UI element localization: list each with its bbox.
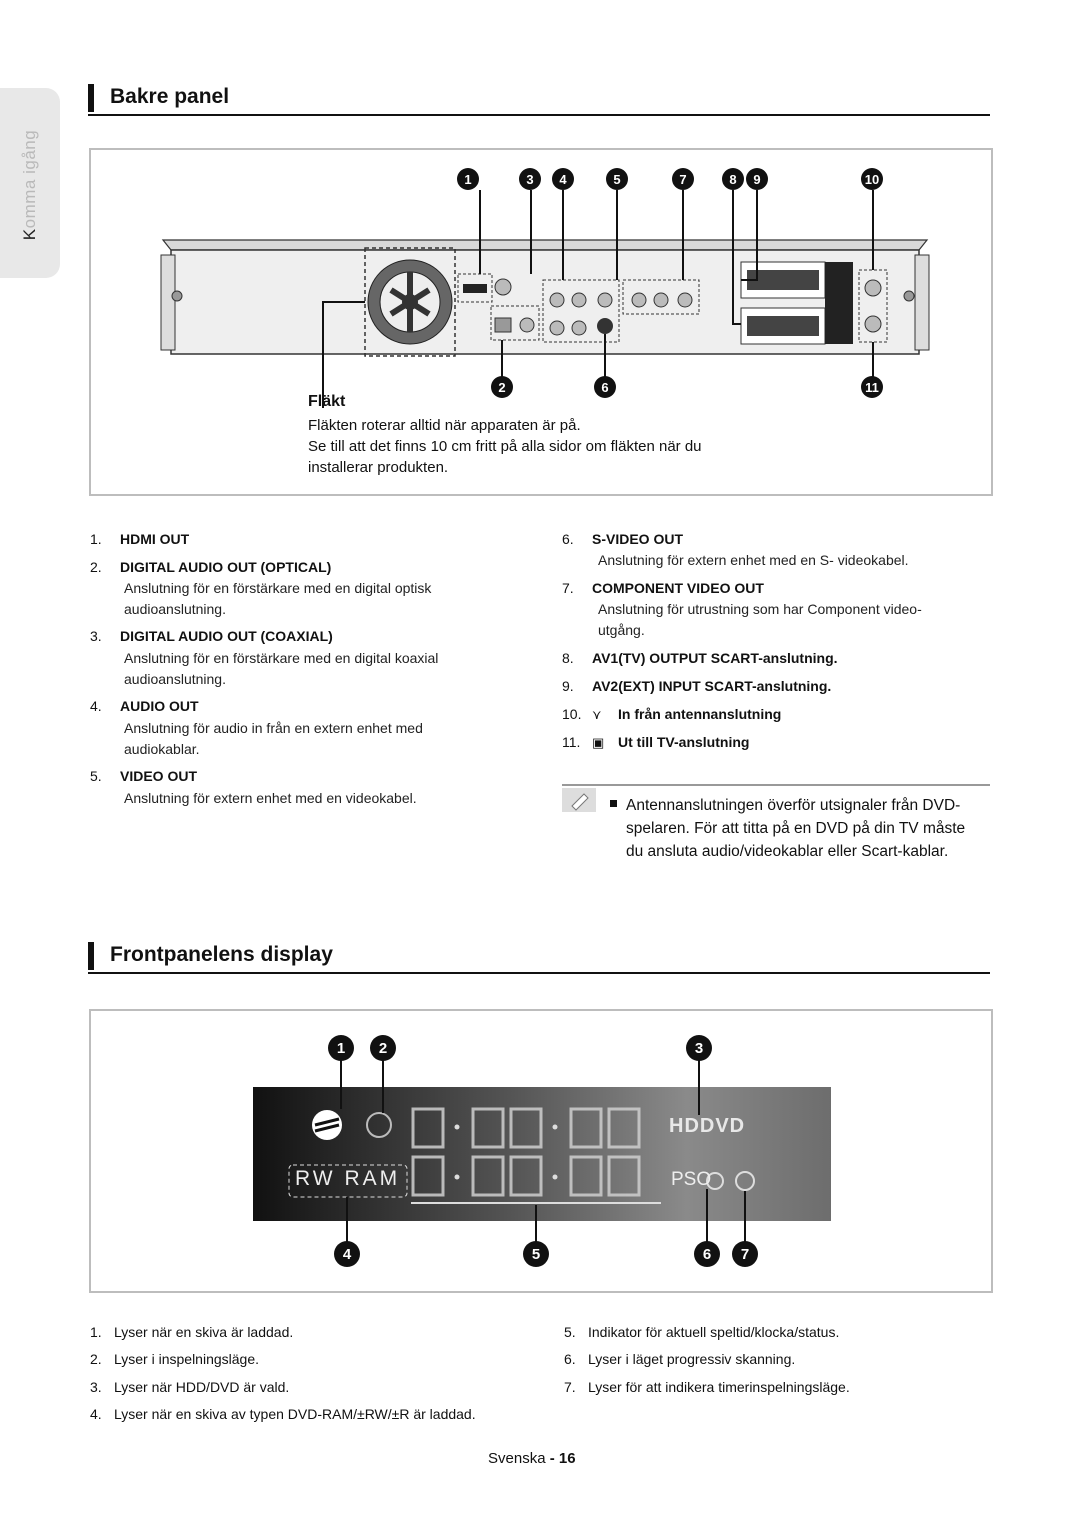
callout-9: 9 xyxy=(746,168,768,190)
display-callout-6: 6 xyxy=(694,1241,720,1267)
list-item: 1.Lyser när en skiva är laddad. xyxy=(90,1324,294,1340)
display-callout-7: 7 xyxy=(732,1241,758,1267)
callout-5: 5 xyxy=(606,168,628,190)
list-item: 3.DIGITAL AUDIO OUT (COAXIAL) xyxy=(90,628,333,644)
item-desc: Anslutning för extern enhet med en S- vi… xyxy=(598,552,909,568)
front-display-figure: HDDVD RW RAM PSO 1 2 3 4 5 6 7 xyxy=(89,1009,993,1293)
front-display-diagram xyxy=(253,1059,831,1243)
list-item: 7.COMPONENT VIDEO OUT xyxy=(562,580,764,596)
list-item: 4.AUDIO OUT xyxy=(90,698,199,714)
callout-8: 8 xyxy=(722,168,744,190)
item-desc: Anslutning för utrustning som har Compon… xyxy=(598,601,922,638)
fan-text-3: installerar produkten. xyxy=(308,459,449,476)
list-item: 1.HDMI OUT xyxy=(90,531,190,547)
fan-text-1: Fläkten roterar alltid när apparaten är … xyxy=(308,417,581,434)
item-desc: Anslutning för en förstärkare med en dig… xyxy=(124,580,432,617)
hddvd-indicator: HDDVD xyxy=(669,1115,746,1137)
callout-10: 10 xyxy=(861,168,883,190)
list-item: 10.⋎In från antennanslutning xyxy=(562,704,781,725)
callout-2: 2 xyxy=(491,376,513,398)
page-footer: Svenska - 16 xyxy=(488,1450,576,1467)
list-item: 3.Lyser när HDD/DVD är vald. xyxy=(90,1379,290,1395)
list-item: 5.Indikator för aktuell speltid/klocka/s… xyxy=(564,1324,840,1340)
callout-7: 7 xyxy=(672,168,694,190)
list-item: 9.AV2(EXT) INPUT SCART-anslutning. xyxy=(562,678,832,694)
callout-6: 6 xyxy=(594,376,616,398)
list-item: 11.▣Ut till TV-anslutning xyxy=(562,732,749,753)
callout-4: 4 xyxy=(552,168,574,190)
list-item: 6.S-VIDEO OUT xyxy=(562,531,684,547)
list-item: 4.Lyser när en skiva av typen DVD-RAM/±R… xyxy=(90,1406,476,1422)
item-desc: Anslutning för audio in från en extern e… xyxy=(124,720,423,757)
display-callout-5: 5 xyxy=(523,1241,549,1267)
item-desc: Anslutning för extern enhet med en video… xyxy=(124,790,417,806)
display-callout-4: 4 xyxy=(334,1241,360,1267)
note-icon xyxy=(562,788,596,812)
bullet-icon xyxy=(610,800,617,807)
item-desc: Anslutning för en förstärkare med en dig… xyxy=(124,650,439,687)
note-text: Antennanslutningen överför utsignaler fr… xyxy=(626,797,966,860)
display-callout-1: 1 xyxy=(328,1035,354,1061)
pso-indicator: PSO xyxy=(671,1169,712,1190)
callout-1: 1 xyxy=(457,168,479,190)
note-divider xyxy=(562,784,990,786)
callout-11: 11 xyxy=(861,376,883,398)
list-item: 2.Lyser i inspelningsläge. xyxy=(90,1351,260,1367)
tv-icon: ▣ xyxy=(592,735,605,750)
display-callout-3: 3 xyxy=(686,1035,712,1061)
list-item: 7.Lyser för att indikera timerinspelning… xyxy=(564,1379,850,1395)
list-item: 8.AV1(TV) OUTPUT SCART-anslutning. xyxy=(562,650,838,666)
fan-title: Fläkt xyxy=(308,393,346,410)
chapter-tab xyxy=(0,88,60,278)
front-panel-heading: Frontpanelens display xyxy=(88,942,990,974)
list-item: 6.Lyser i läget progressiv skanning. xyxy=(564,1351,796,1367)
list-item: 2.DIGITAL AUDIO OUT (OPTICAL) xyxy=(90,559,332,575)
rear-panel-heading: Bakre panel xyxy=(88,84,990,116)
rear-panel-figure: 1 3 4 5 7 8 9 10 2 6 11 xyxy=(89,148,993,496)
chapter-tab-label: Komma igång xyxy=(20,129,39,241)
rwram-indicator: RW RAM xyxy=(295,1167,401,1190)
list-item: 5.VIDEO OUT xyxy=(90,768,198,784)
callout-3: 3 xyxy=(519,168,541,190)
fan-text-2: Se till att det finns 10 cm fritt på all… xyxy=(308,438,702,455)
rear-panel-diagram xyxy=(160,190,930,408)
display-callout-2: 2 xyxy=(370,1035,396,1061)
antenna-icon: ⋎ xyxy=(592,707,602,722)
